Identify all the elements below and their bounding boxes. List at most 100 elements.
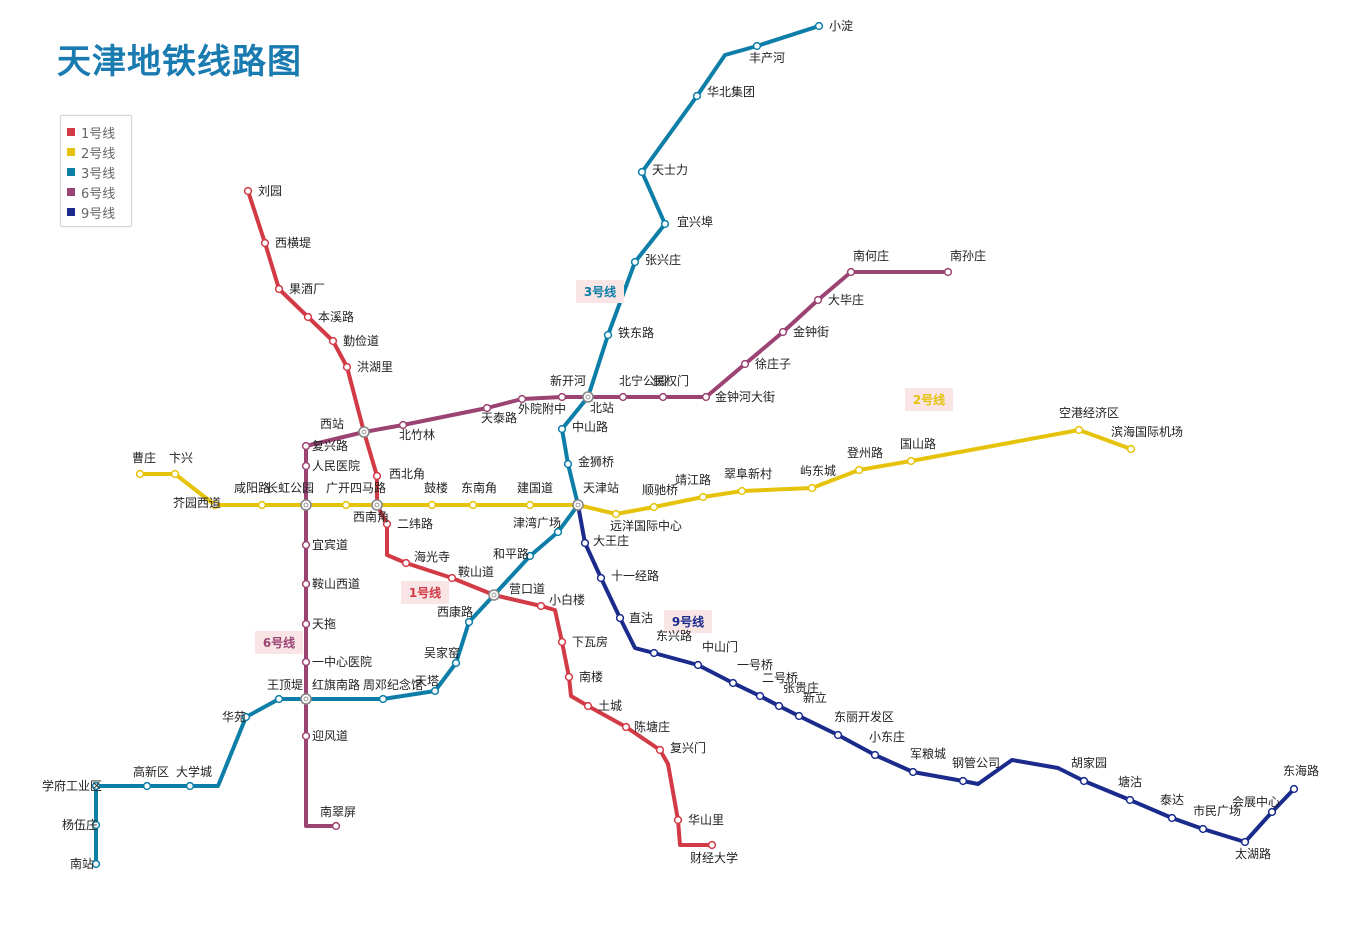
station-node[interactable] [1126,444,1136,454]
station-node[interactable] [301,731,311,741]
station-node[interactable] [655,745,665,755]
station-label[interactable]: 大学城 [176,764,212,779]
station-label[interactable]: 东南角 [461,480,497,495]
station-label[interactable]: 人民医院 [312,459,360,473]
station-label[interactable]: 东海路 [1283,763,1319,778]
station-node[interactable] [1267,807,1277,817]
station-node[interactable] [807,483,817,493]
transfer-station-node[interactable] [300,693,312,705]
station-node[interactable] [707,840,717,850]
station-label[interactable]: 华苑 [222,710,246,724]
transfer-station-node[interactable] [358,426,370,438]
station-label[interactable]: 鞍山道 [458,564,494,579]
station-label[interactable]: 南站 [70,856,94,871]
station-label[interactable]: 刘园 [258,184,282,198]
station-label[interactable]: 华山里 [688,813,724,827]
station-node[interactable] [447,573,457,583]
station-label[interactable]: 国山路 [900,436,936,451]
station-label[interactable]: 铁东路 [618,325,654,340]
station-node[interactable] [427,500,437,510]
station-node[interactable] [525,551,535,561]
station-label[interactable]: 一中心医院 [312,654,372,669]
station-node[interactable] [243,186,253,196]
station-label[interactable]: 鞍山西道 [312,576,360,591]
station-node[interactable] [693,660,703,670]
station-label[interactable]: 中山门 [702,639,738,654]
station-label[interactable]: 财经大学 [690,850,738,865]
station-node[interactable] [813,295,823,305]
station-node[interactable] [301,619,311,629]
station-node[interactable] [274,694,284,704]
station-label[interactable]: 塘沽 [1118,774,1142,789]
station-node[interactable] [794,711,804,721]
station-label[interactable]: 二号桥 [762,671,798,685]
station-node[interactable] [301,441,311,451]
station-node[interactable] [1074,425,1084,435]
station-label[interactable]: 大毕庄 [828,292,864,307]
station-node[interactable] [854,465,864,475]
station-label[interactable]: 南楼 [579,669,603,684]
station-label[interactable]: 新立 [803,690,827,705]
transfer-station-node[interactable] [572,499,584,511]
station-node[interactable] [630,257,640,267]
station-label[interactable]: 宜兴埠 [677,214,713,229]
station-node[interactable] [649,648,659,658]
legend-item-line3[interactable]: 3号线 [67,162,131,182]
station-label[interactable]: 华北集团 [707,84,755,99]
station-node[interactable] [525,500,535,510]
station-label[interactable]: 中山路 [572,419,608,434]
station-label[interactable]: 小白楼 [549,592,585,607]
station-label[interactable]: 天拖 [312,617,336,631]
station-label[interactable]: 屿东城 [800,464,836,478]
station-node[interactable] [846,267,856,277]
station-node[interactable] [301,579,311,589]
station-node[interactable] [482,403,492,413]
station-label[interactable]: 天塔 [415,674,439,688]
station-node[interactable] [778,327,788,337]
station-label[interactable]: 市民广场 [1193,803,1241,818]
station-label[interactable]: 张贵庄 [783,680,819,695]
station-label[interactable]: 长虹公园 [266,481,314,495]
station-label[interactable]: 迎风道 [312,729,348,743]
station-label[interactable]: 十一经路 [611,568,659,583]
station-label[interactable]: 空港经济区 [1059,405,1119,420]
station-node[interactable] [615,613,625,623]
station-label[interactable]: 一号桥 [737,658,773,672]
station-node[interactable] [737,486,747,496]
route-line1[interactable] [246,189,714,847]
station-label[interactable]: 泰达 [1160,793,1184,807]
station-node[interactable] [301,461,311,471]
station-node[interactable] [553,527,563,537]
station-label[interactable]: 吴家窑 [424,645,460,660]
station-node[interactable] [260,238,270,248]
station-node[interactable] [958,776,968,786]
station-label[interactable]: 西站 [320,417,344,431]
station-node[interactable] [557,637,567,647]
station-label[interactable]: 南翠屏 [320,804,356,819]
station-label[interactable]: 金钟河大街 [715,389,775,404]
station-label[interactable]: 西南角 [353,509,389,524]
station-node[interactable] [135,469,145,479]
legend-item-line2[interactable]: 2号线 [67,142,131,162]
station-label[interactable]: 外院附中 [518,401,566,416]
station-label[interactable]: 西康路 [437,604,473,619]
legend-item-line6[interactable]: 6号线 [67,182,131,202]
station-label[interactable]: 民权门 [653,373,689,388]
station-label[interactable]: 下瓦房 [572,634,608,649]
station-node[interactable] [701,392,711,402]
station-node[interactable] [91,781,101,791]
station-node[interactable] [755,691,765,701]
station-node[interactable] [943,267,953,277]
station-label[interactable]: 洪湖里 [357,359,393,374]
station-label[interactable]: 宜宾道 [312,537,348,552]
station-label[interactable]: 远洋国际中心 [610,518,682,533]
station-label[interactable]: 金狮桥 [578,454,614,469]
station-node[interactable] [142,781,152,791]
station-label[interactable]: 芥园西道 [173,496,221,510]
station-node[interactable] [814,21,824,31]
station-node[interactable] [658,392,668,402]
station-node[interactable] [342,362,352,372]
station-node[interactable] [637,167,647,177]
station-label[interactable]: 果酒厂 [289,282,325,296]
legend-item-line9[interactable]: 9号线 [67,202,131,222]
